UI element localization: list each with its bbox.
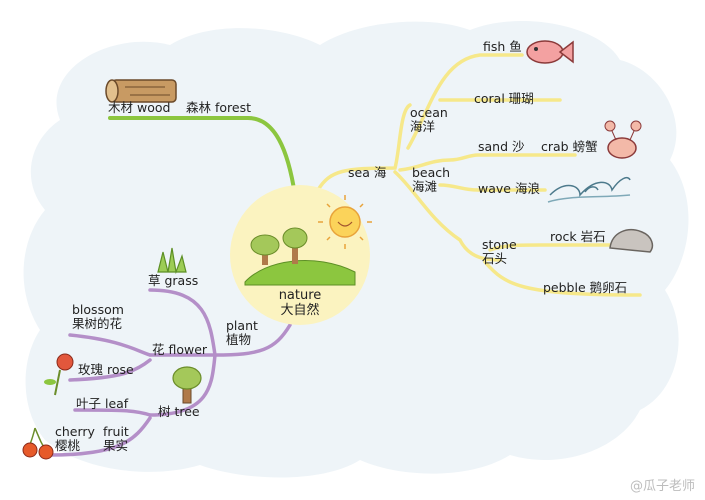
plant-branch-lines [48,288,292,457]
wood-label: 木材 wood [108,100,171,115]
blossom-label-en: blossom [72,302,124,317]
center-label: nature 大自然 [270,288,330,319]
branch-line-forest [108,116,297,197]
leaf-label: 叶子 leaf [76,396,129,411]
beach-label-en: beach [412,165,451,180]
blossom-label-zh: 果树的花 [72,316,123,332]
ocean-label-en: ocean [410,105,448,120]
cherry-illustration [22,427,54,460]
cherry-label-zh: 樱桃 [55,438,81,454]
plant-label: plant 植物 [226,318,258,348]
pebble-label: pebble 鹅卵石 [543,280,628,295]
coral-label: coral 珊瑚 [474,91,534,106]
fruit-label: fruit 果实 [103,424,129,454]
fruit-label-en: fruit [103,424,129,439]
blossom-label: blossom 果树的花 [72,302,124,332]
wave-illustration [547,177,631,203]
tree-label: 树 tree [158,404,200,419]
rose-illustration [44,353,74,396]
wave-label: wave 海浪 [478,181,540,196]
rock-label: rock 岩石 [550,229,606,244]
sea-label: sea 海 [348,165,387,180]
cherry-label-en: cherry [55,424,95,439]
grass-illustration [157,247,187,275]
grass-label: 草 grass [148,273,199,288]
stone-label-zh: 石头 [482,251,508,267]
center-label-en: nature [278,288,322,303]
tree-illustration [172,366,202,404]
fish-label: fish 鱼 [483,39,522,54]
crab-label: crab 螃蟹 [541,139,598,154]
fish-illustration [526,40,574,64]
center-label-zh: 大自然 [280,302,320,318]
rose-label: 玫瑰 rose [78,362,134,377]
beach-label: beach 海滩 [412,165,451,195]
fruit-label-zh: 果实 [103,438,129,454]
forest-label: 森林 forest [186,100,251,115]
sand-label: sand 沙 [478,139,525,154]
ocean-label-zh: 海洋 [410,119,436,135]
stone-label-en: stone [482,237,517,252]
cherry-label: cherry 樱桃 [55,424,95,454]
plant-label-zh: 植物 [226,332,252,348]
sea-branch-lines [316,53,642,297]
wood-log-illustration [105,79,177,103]
stone-label: stone 石头 [482,237,517,267]
crab-illustration [604,120,642,159]
nature-illustration [244,195,372,286]
flower-label: 花 flower [152,342,208,357]
beach-label-zh: 海滩 [412,179,438,195]
plant-label-en: plant [226,318,258,333]
watermark: @瓜子老师 [629,479,695,494]
ocean-label: ocean 海洋 [410,105,448,135]
rock-illustration [609,228,654,253]
